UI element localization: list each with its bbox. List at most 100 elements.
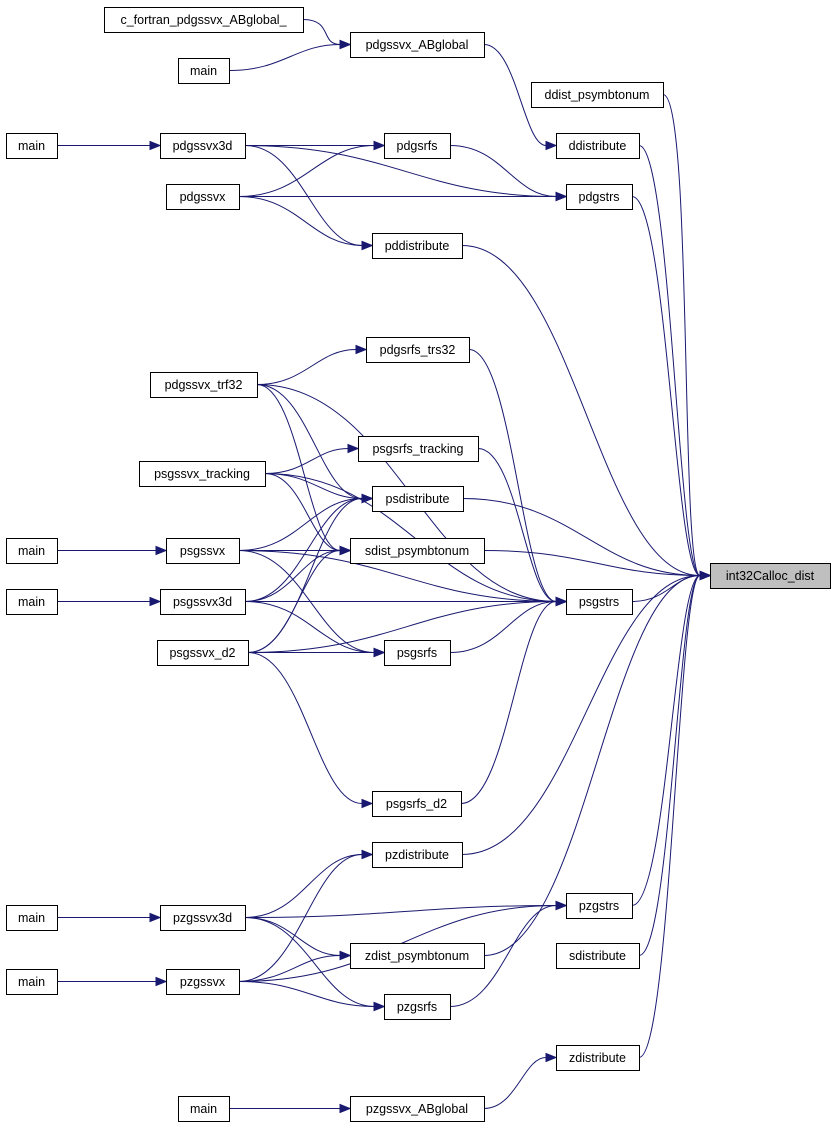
node-main1[interactable]: main [178,58,230,84]
node-pzgsrfs[interactable]: pzgsrfs [384,994,451,1020]
node-psdistribute[interactable]: psdistribute [372,486,464,512]
node-pzgstrs[interactable]: pzgstrs [566,893,633,919]
edge-pdgssvx_trf32-to-sdist_psymbtonum [256,384,352,556]
node-box [6,589,58,615]
edge-pdgssvx-to-pdgstrs [239,191,568,202]
edge-arrowhead [361,849,374,860]
edge-pdgsrfs_trs32-to-psgstrs [468,349,568,607]
node-pdgsrfs-trs32[interactable]: pdgsrfs_trs32 [366,337,470,363]
node-main3[interactable]: main [6,538,58,564]
node-psgssvx[interactable]: psgssvx [166,538,240,564]
node-psgssvx-tracking[interactable]: psgssvx_tracking [139,461,266,487]
node-box [160,133,246,159]
node-label: pdgssvx_trf32 [165,378,243,392]
node-label: main [18,139,45,153]
edge-main3-to-psgssvx [57,545,168,556]
edge-arrowhead [355,344,368,355]
edge-arrowhead [373,1001,386,1012]
edge-line [264,473,341,551]
node-pzgssvx3d[interactable]: pzgssvx3d [160,905,246,931]
node-psgsrfs-d2[interactable]: psgsrfs_d2 [372,791,462,817]
node-int32Calloc-dist[interactable]: int32Calloc_dist [710,563,831,589]
node-box [178,1096,230,1122]
node-main7[interactable]: main [178,1096,230,1122]
node-psgssvx-d2[interactable]: psgssvx_d2 [157,640,249,666]
edge-line [264,473,557,602]
node-box [566,893,633,919]
node-pdgssvx-ABglobal[interactable]: pdgssvx_ABglobal [350,32,485,58]
edge-pdgssvx3d-to-pddistribute [244,145,374,251]
edge-arrowhead [555,596,568,607]
node-label: psdistribute [386,492,450,506]
node-label: pzgstrs [579,899,619,913]
node-main5[interactable]: main [6,905,58,931]
node-zdistribute[interactable]: zdistribute [556,1045,640,1071]
edge-arrowhead [339,39,352,50]
edge-sdist_psymbtonum-to-int32Calloc_dist [483,550,712,581]
node-ddist-psymbtonum[interactable]: ddist_psymbtonum [531,82,664,108]
node-box [350,943,485,969]
node-main2[interactable]: main [6,133,58,159]
node-label: sdist_psymbtonum [365,544,469,558]
edge-line [449,601,557,653]
edge-line [631,575,701,906]
node-box [150,372,258,398]
edge-line [228,44,341,71]
node-psgssvx3d[interactable]: psgssvx3d [160,589,246,615]
edge-main7-to-pzgssvx_ABglobal [228,1103,352,1114]
node-label: psgssvx_tracking [154,467,250,481]
edge-line [449,905,557,1007]
node-box [710,563,831,589]
edge-arrowhead [149,912,162,923]
edge-main6-to-pzgssvx [57,976,168,987]
edge-line [264,473,363,499]
edge-line [461,575,701,855]
node-pdgssvx-trf32[interactable]: pdgssvx_trf32 [150,372,258,398]
node-pzgssvx[interactable]: pzgssvx [166,969,240,995]
edge-arrowhead [545,1052,558,1063]
node-label: main [18,595,45,609]
node-zdist-psymbtonum[interactable]: zdist_psymbtonum [350,943,485,969]
edge-sdistribute-to-int32Calloc_dist [638,570,712,956]
edge-main5-to-pzgssvx3d [57,912,162,923]
edge-arrowhead [373,647,386,658]
node-pddistribute[interactable]: pddistribute [372,233,463,259]
edge-pdgssvx_ABglobal-to-ddistribute [483,44,558,151]
node-sdistribute[interactable]: sdistribute [556,943,640,969]
edge-line [483,575,701,956]
edge-line [638,575,701,956]
edge-pzgssvx3d-to-zdist_psymbtonum [244,917,352,961]
edge-line [483,44,547,146]
node-pdgssvx3d[interactable]: pdgssvx3d [160,133,246,159]
node-box [104,7,304,33]
node-box [556,133,640,159]
edge-arrowhead [339,1103,352,1114]
edge-psgsrfs_d2-to-psgstrs [460,596,568,804]
node-pdgstrs[interactable]: pdgstrs [566,184,633,210]
node-psgstrs[interactable]: psgstrs [566,589,633,615]
node-psgsrfs[interactable]: psgsrfs [384,640,451,666]
node-psgsrfs-tracking[interactable]: psgsrfs_tracking [358,436,479,462]
node-pzgssvx-ABglobal[interactable]: pzgssvx_ABglobal [350,1096,485,1122]
node-ddistribute[interactable]: ddistribute [556,133,640,159]
node-pdgssvx[interactable]: pdgssvx [166,184,240,210]
node-label: sdistribute [569,949,626,963]
node-box [372,842,463,868]
node-box [384,994,451,1020]
node-box [372,791,462,817]
edge-pdgstrs-to-int32Calloc_dist [631,196,712,581]
edge-psgssvx-to-psgsrfs [238,550,386,658]
node-label: main [18,975,45,989]
edge-line [638,575,701,1058]
edge-ddist_psymbtonum-to-int32Calloc_dist [662,94,712,581]
node-label: pzdistribute [385,848,449,862]
node-pzdistribute[interactable]: pzdistribute [372,842,463,868]
edge-arrowhead [545,140,558,151]
node-main6[interactable]: main [6,969,58,995]
node-box [160,905,246,931]
node-pdgsrfs[interactable]: pdgsrfs [384,133,451,159]
node-main4[interactable]: main [6,589,58,615]
edge-line [264,448,349,474]
node-sdist-psymbtonum[interactable]: sdist_psymbtonum [350,538,485,564]
node-c-fortran[interactable]: c_fortran_pdgssvx_ABglobal_ [104,7,304,33]
